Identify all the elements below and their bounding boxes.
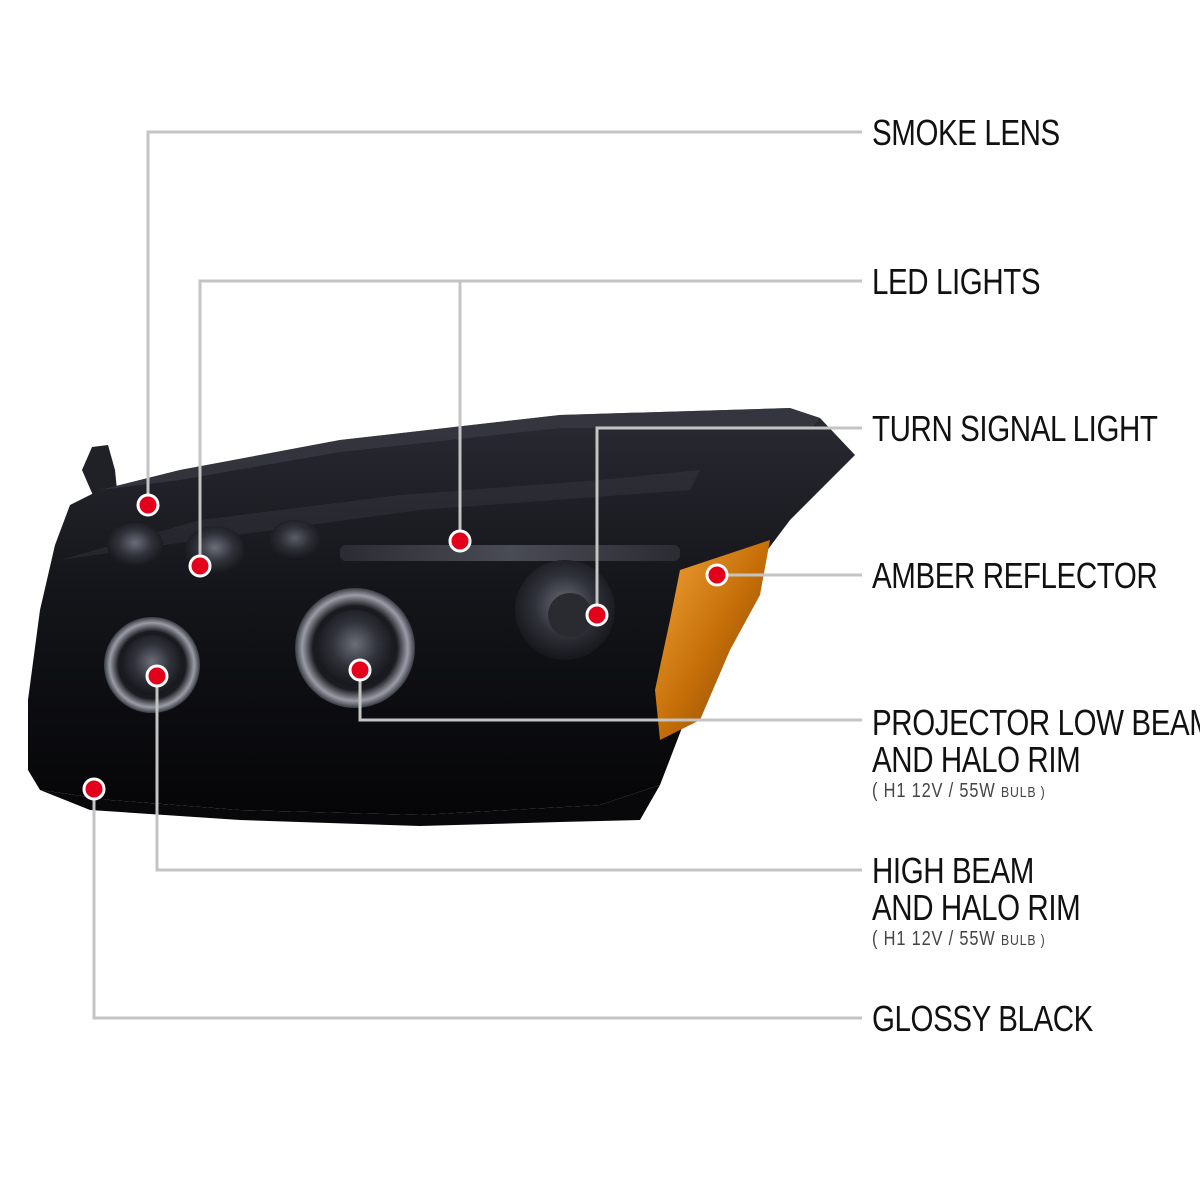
led-strip (340, 545, 680, 561)
glossy-black-text: GLOSSY BLACK (872, 998, 1093, 1039)
marker-led-strip (448, 529, 472, 553)
mount-tab (82, 445, 118, 500)
amber-reflector-part (655, 540, 770, 740)
amber-reflector-text: AMBER REFLECTOR (872, 555, 1158, 596)
label-high-beam: HIGH BEAM AND HALO RIM ( H1 12V / 55W BU… (872, 850, 1081, 954)
marker-amber-reflector (705, 563, 729, 587)
upper-reflector-1 (107, 523, 163, 567)
label-turn-signal: TURN SIGNAL LIGHT (872, 410, 1158, 447)
high-beam-spec: ( H1 12V / 55W BULB ) (872, 926, 1080, 954)
label-glossy-black: GLOSSY BLACK (872, 1000, 1093, 1037)
marker-glossy-black (82, 777, 106, 801)
turn-signal-bulb-core (548, 593, 592, 637)
housing-lower-trim (40, 785, 660, 826)
lens-reflection (60, 470, 700, 560)
projector-spec-main: ( H1 12V / 55W (872, 780, 996, 802)
smoke-lens-text: SMOKE LENS (872, 112, 1060, 153)
high-beam-line-1: HIGH BEAM (872, 850, 1034, 891)
headlight-housing (28, 408, 855, 826)
leader-turn-signal (595, 426, 862, 615)
high-beam-spec-main: ( H1 12V / 55W (872, 928, 996, 950)
projector-lens (317, 610, 393, 686)
projector-line-1: PROJECTOR LOW BEAM (872, 702, 1200, 743)
housing-body (28, 408, 855, 815)
label-led-lights: LED LIGHTS (872, 261, 1041, 302)
projector-spec-unit: BULB ) (1000, 784, 1046, 801)
led-lights-text: LED LIGHTS (872, 261, 1041, 302)
leader-lines (92, 130, 862, 1020)
projector-spec: ( H1 12V / 55W BULB ) (872, 778, 1200, 806)
leader-projector (358, 670, 862, 722)
markers (82, 493, 729, 801)
projector-line-2: AND HALO RIM (872, 739, 1081, 780)
turn-signal-text: TURN SIGNAL LIGHT (872, 408, 1158, 449)
marker-led-left (188, 554, 212, 578)
leader-high-beam (155, 676, 862, 872)
marker-projector (348, 658, 372, 682)
label-projector: PROJECTOR LOW BEAM AND HALO RIM ( H1 12V… (872, 704, 1200, 806)
label-amber-reflector: AMBER REFLECTOR (872, 555, 1158, 596)
marker-high-beam (145, 664, 169, 688)
high-beam-line-2: AND HALO RIM (872, 887, 1081, 928)
housing-top-rim (100, 408, 820, 490)
marker-smoke-lens (136, 493, 160, 517)
marker-turn-signal (585, 603, 609, 627)
leader-glossy-black (92, 789, 862, 1020)
leader-smoke-lens (146, 130, 862, 505)
label-smoke-lens: SMOKE LENS (872, 114, 1060, 151)
leader-led-lights (198, 279, 862, 566)
high-beam-spec-unit: BULB ) (1000, 932, 1046, 949)
upper-reflector-3 (269, 520, 321, 560)
